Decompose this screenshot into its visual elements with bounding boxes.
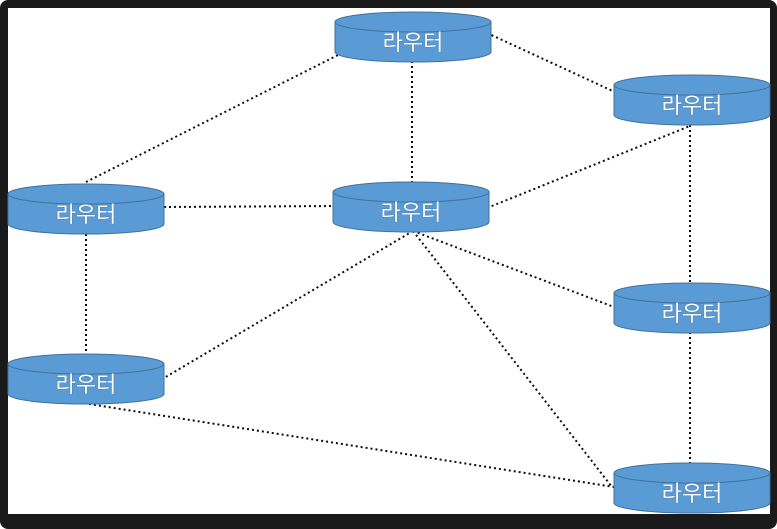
cylinder-body: [613, 84, 771, 126]
router-label: 라우터: [383, 30, 444, 55]
router-label: 라우터: [381, 200, 442, 225]
router-top-center: 라우터: [334, 11, 492, 63]
router-label: 라우터: [662, 301, 723, 326]
cylinder-top: [7, 183, 165, 205]
cylinder-top: [613, 282, 771, 304]
cylinder-body: [334, 21, 492, 63]
router-bottom-right: 라우터: [613, 462, 771, 514]
cylinder-body: [613, 472, 771, 514]
router-bottom-left: 라우터: [7, 353, 165, 405]
router-label: 라우터: [56, 372, 117, 397]
link-router-center--router-bottom-right: [412, 230, 613, 488]
cylinder-top: [332, 181, 490, 203]
cylinder-top: [7, 353, 165, 375]
cylinder-body: [7, 363, 165, 405]
cylinder-top: [334, 11, 492, 33]
cylinder-body: [332, 191, 490, 233]
router-top-right: 라우터: [613, 74, 771, 126]
link-router-top-center--router-top-right: [486, 32, 618, 94]
link-router-center--router-bottom-left: [163, 230, 414, 379]
edges-layer: [85, 32, 691, 488]
router-label: 라우터: [662, 93, 723, 118]
cylinder-top: [613, 74, 771, 96]
link-router-bottom-left--router-bottom-right: [88, 403, 615, 488]
cylinder-top: [613, 462, 771, 484]
cylinder-body: [613, 292, 771, 334]
router-center: 라우터: [332, 181, 490, 233]
router-mid-right: 라우터: [613, 282, 771, 334]
router-label: 라우터: [662, 481, 723, 506]
link-router-mid-left--router-center: [163, 205, 336, 208]
router-label: 라우터: [56, 202, 117, 227]
cylinder-body: [7, 193, 165, 235]
link-router-center--router-mid-right: [412, 230, 615, 308]
link-router-center--router-top-right: [486, 125, 691, 209]
router-mid-left: 라우터: [7, 183, 165, 235]
link-router-mid-left--router-top-center: [85, 51, 345, 183]
